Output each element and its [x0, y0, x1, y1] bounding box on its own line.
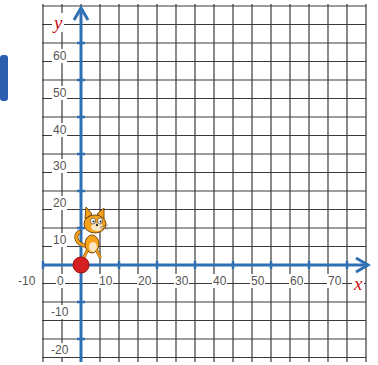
grid-line — [137, 4, 138, 362]
tick-label: 30 — [174, 274, 189, 288]
axis-label: y — [52, 13, 64, 32]
axis-tick — [42, 261, 45, 269]
axis-label: x — [352, 274, 364, 293]
grid-line — [270, 4, 271, 362]
grid-line — [156, 4, 157, 362]
tick-label: 20 — [52, 196, 67, 210]
tick-label: 50 — [250, 274, 265, 288]
grid-line — [289, 4, 290, 362]
grid-line — [42, 116, 366, 117]
tick-label: -10 — [50, 305, 69, 319]
axis-tick — [77, 153, 85, 156]
cat-sprite — [76, 207, 108, 257]
grid-line — [42, 98, 366, 99]
tick-label: 10 — [98, 274, 113, 288]
grid-line — [42, 79, 366, 80]
tick-label: 70 — [327, 274, 342, 288]
axis-tick — [77, 301, 85, 304]
axis-tick — [77, 79, 85, 82]
grid-line — [42, 357, 366, 358]
grid-line — [365, 4, 366, 362]
axis-tick — [77, 116, 85, 119]
axis-arrow — [356, 258, 368, 272]
grid-line — [42, 24, 366, 25]
grid-line — [213, 4, 214, 362]
axis-tick — [308, 261, 311, 269]
tick-label: 20 — [137, 274, 152, 288]
grid-line — [42, 135, 366, 136]
tick-label: 60 — [289, 274, 304, 288]
tick-label: 40 — [212, 274, 227, 288]
grid-line — [251, 4, 252, 362]
axis-tick — [77, 227, 85, 230]
grid-line — [232, 4, 233, 362]
grid-line — [42, 5, 366, 6]
tick-label: 0 — [56, 274, 65, 288]
grid-line — [99, 4, 100, 362]
grid-line — [42, 4, 43, 362]
axis-tick — [194, 261, 197, 269]
grid-line — [175, 4, 176, 362]
axis-tick — [232, 261, 235, 269]
grid-line — [42, 42, 366, 43]
axis-tick — [346, 261, 349, 269]
grid-line — [42, 338, 366, 339]
grid-line — [42, 153, 366, 154]
axes — [42, 8, 368, 362]
axis-arrow — [74, 8, 88, 20]
grid-line — [42, 209, 366, 210]
grid-line — [42, 301, 366, 302]
x-axis — [42, 264, 364, 267]
tick-label: -10 — [17, 274, 36, 288]
axis-tick — [77, 190, 85, 193]
grid-line — [42, 190, 366, 191]
side-tab — [0, 55, 8, 101]
grid-line — [42, 264, 366, 265]
tick-label: 60 — [52, 49, 67, 63]
grid-lines — [42, 4, 366, 362]
tick-label: 50 — [52, 86, 67, 100]
grid-line — [42, 61, 366, 62]
y-axis — [80, 12, 83, 362]
axis-tick — [156, 261, 159, 269]
origin-dot — [73, 257, 89, 273]
grid-line — [308, 4, 309, 362]
grid-line — [346, 4, 347, 362]
axis-tick — [77, 338, 85, 341]
tick-label: 10 — [52, 233, 67, 247]
tick-label: 30 — [52, 159, 67, 173]
grid-line — [194, 4, 195, 362]
grid-line — [42, 172, 366, 173]
tick-label: 40 — [52, 123, 67, 137]
grid-line — [327, 4, 328, 362]
grid-line — [42, 283, 366, 284]
grid-line — [80, 4, 81, 362]
axis-tick — [270, 261, 273, 269]
grid-line — [118, 4, 119, 362]
grid-line — [42, 320, 366, 321]
axis-tick — [118, 261, 121, 269]
axis-tick — [77, 42, 85, 45]
tick-label: -20 — [50, 343, 69, 357]
